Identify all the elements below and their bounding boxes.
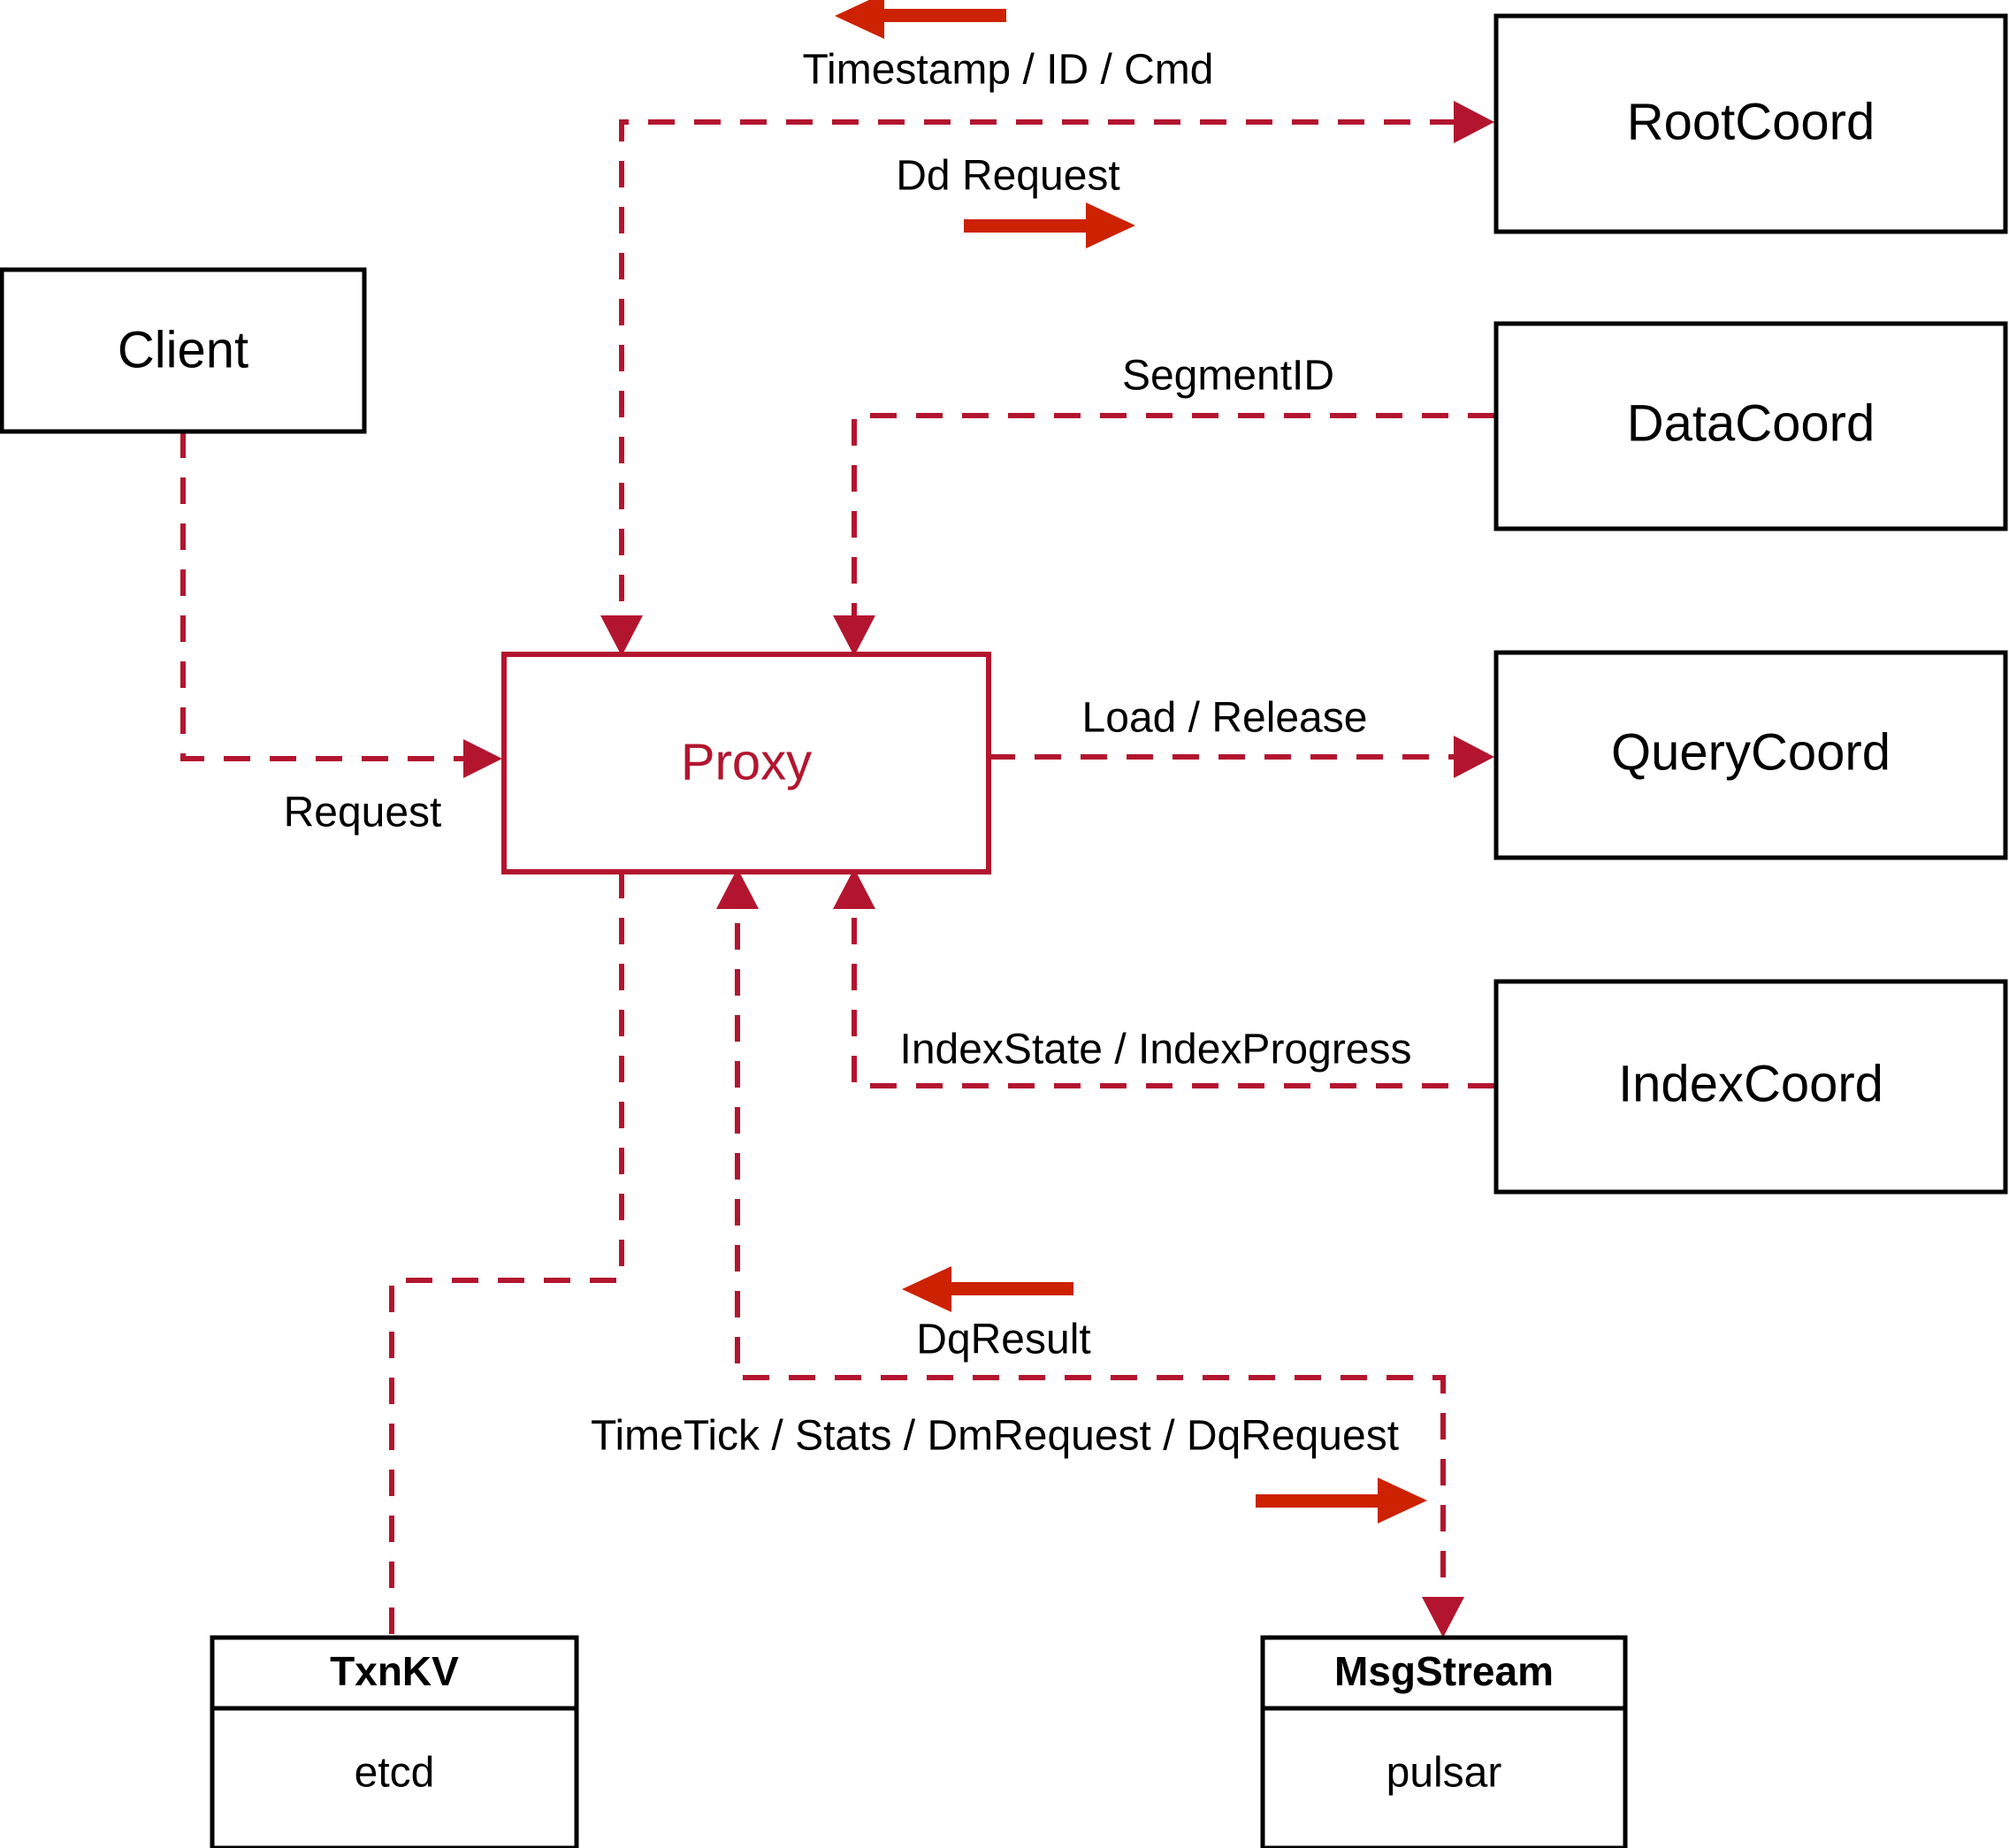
node-proxy-label: Proxy bbox=[681, 733, 812, 790]
arrowhead-proxy-to-msgstream bbox=[1422, 1597, 1464, 1638]
arrowhead-msgstream-to-proxy bbox=[716, 868, 759, 909]
edge-label-segment-id: SegmentID bbox=[1122, 353, 1334, 400]
node-msgstream[interactable]: MsgStream pulsar bbox=[1260, 1635, 1628, 1848]
node-query-coord[interactable]: QueryCoord bbox=[1493, 650, 2008, 860]
arrowhead-segment-id bbox=[833, 615, 875, 656]
edge-line-txnkv bbox=[389, 872, 624, 1638]
node-data-coord-label: DataCoord bbox=[1627, 394, 1875, 452]
arrowhead-proxy-top-left bbox=[600, 615, 643, 656]
direction-arrow-left-dq-result bbox=[902, 1266, 1073, 1312]
arrowhead-root-coord bbox=[1454, 101, 1494, 143]
edge-label-dd-request: Dd Request bbox=[896, 153, 1119, 200]
node-index-coord-label: IndexCoord bbox=[1618, 1055, 1883, 1112]
node-root-coord-label: RootCoord bbox=[1627, 93, 1875, 150]
arrowhead-request bbox=[463, 739, 502, 778]
node-msgstream-sublabel: pulsar bbox=[1386, 1750, 1502, 1797]
node-index-coord[interactable]: IndexCoord bbox=[1493, 979, 2008, 1195]
node-txnkv-sublabel: etcd bbox=[355, 1750, 435, 1797]
edge-label-index-state-progress: IndexState / IndexProgress bbox=[900, 1027, 1412, 1073]
edge-label-timestamp-id-cmd: Timestamp / ID / Cmd bbox=[803, 47, 1214, 94]
edge-line-segment-id bbox=[852, 413, 1494, 647]
edge-line-msgstream bbox=[735, 877, 1446, 1625]
node-root-coord[interactable]: RootCoord bbox=[1493, 13, 2008, 234]
node-msgstream-label: MsgStream bbox=[1334, 1648, 1554, 1694]
node-txnkv[interactable]: TxnKV etcd bbox=[210, 1635, 579, 1848]
edge-label-request: Request bbox=[284, 790, 442, 836]
edge-line-root-coord bbox=[619, 119, 1478, 647]
edge-label-dq-result: DqResult bbox=[916, 1317, 1090, 1363]
node-proxy[interactable]: Proxy bbox=[501, 652, 991, 874]
direction-arrow-left-timestamp bbox=[835, 0, 1006, 39]
arrowhead-load-release bbox=[1454, 736, 1494, 778]
direction-arrow-right-dd-request bbox=[964, 202, 1135, 248]
edge-line-request bbox=[180, 431, 492, 761]
node-data-coord[interactable]: DataCoord bbox=[1493, 321, 2008, 531]
direction-arrow-right-timetick bbox=[1256, 1478, 1427, 1523]
node-client-label: Client bbox=[118, 321, 248, 378]
node-query-coord-label: QueryCoord bbox=[1611, 723, 1891, 781]
edge-label-timetick-stats: TimeTick / Stats / DmRequest / DqRequest bbox=[591, 1413, 1399, 1460]
node-client[interactable]: Client bbox=[0, 267, 367, 434]
node-txnkv-label: TxnKV bbox=[330, 1648, 459, 1694]
arrowhead-index-state bbox=[833, 868, 875, 909]
edge-label-load-release: Load / Release bbox=[1082, 695, 1368, 742]
